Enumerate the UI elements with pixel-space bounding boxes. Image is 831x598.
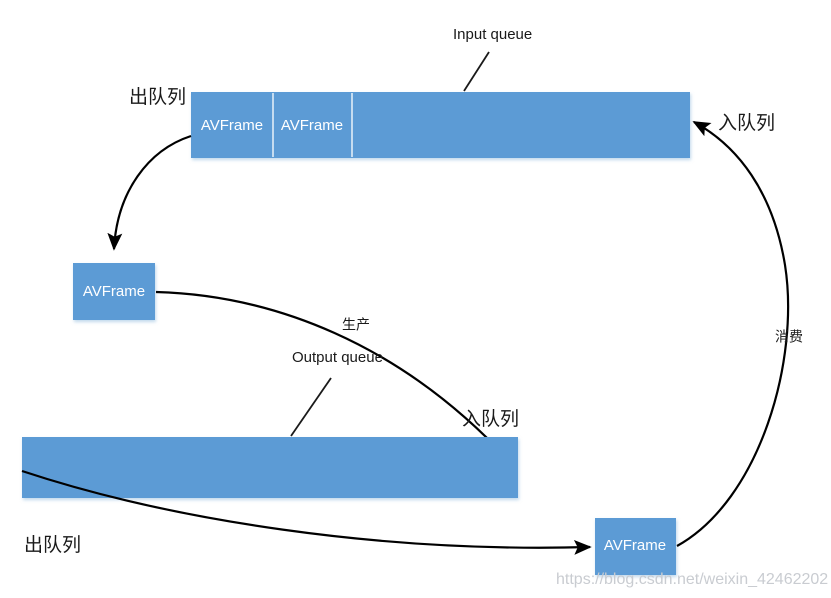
- input-queue-slot-0-label: AVFrame: [201, 117, 263, 134]
- output-queue: [22, 437, 518, 498]
- frame-dequeued-box[interactable]: [73, 263, 155, 320]
- input-queue-bar[interactable]: [191, 92, 690, 158]
- edge-input-dequeue: [107, 134, 192, 251]
- input-queue: AVFrame AVFrame: [191, 92, 690, 158]
- frame-consumed-label: AVFrame: [604, 537, 666, 554]
- edge-consume: [676, 121, 790, 547]
- output-queue-bar[interactable]: [22, 437, 518, 498]
- input-queue-enqueue-label: 入队列: [718, 112, 775, 134]
- edge-produce: [155, 290, 516, 468]
- input-queue-dequeue-label: 出队列: [129, 86, 186, 108]
- node-frame-dequeued[interactable]: AVFrame: [73, 263, 155, 320]
- input-queue-caption: Input queue: [453, 26, 532, 43]
- watermark-text: https://blog.csdn.net/weixin_42462202: [556, 571, 828, 588]
- output-queue-leader-line: [290, 377, 332, 437]
- frame-dequeued-label: AVFrame: [83, 283, 145, 300]
- output-queue-enqueue-label: 入队列: [462, 408, 519, 430]
- produce-label: 生产: [342, 317, 370, 333]
- input-queue-slot-1-label: AVFrame: [281, 117, 343, 134]
- edge-output-dequeue: [21, 469, 592, 555]
- frame-consumed-box[interactable]: [595, 518, 676, 575]
- input-queue-leader-line: [463, 51, 490, 92]
- output-queue-dequeue-label: 出队列: [24, 534, 81, 556]
- consume-label: 消费: [775, 329, 803, 345]
- node-frame-consumed[interactable]: AVFrame: [595, 518, 676, 575]
- output-queue-caption: Output queue: [292, 349, 383, 366]
